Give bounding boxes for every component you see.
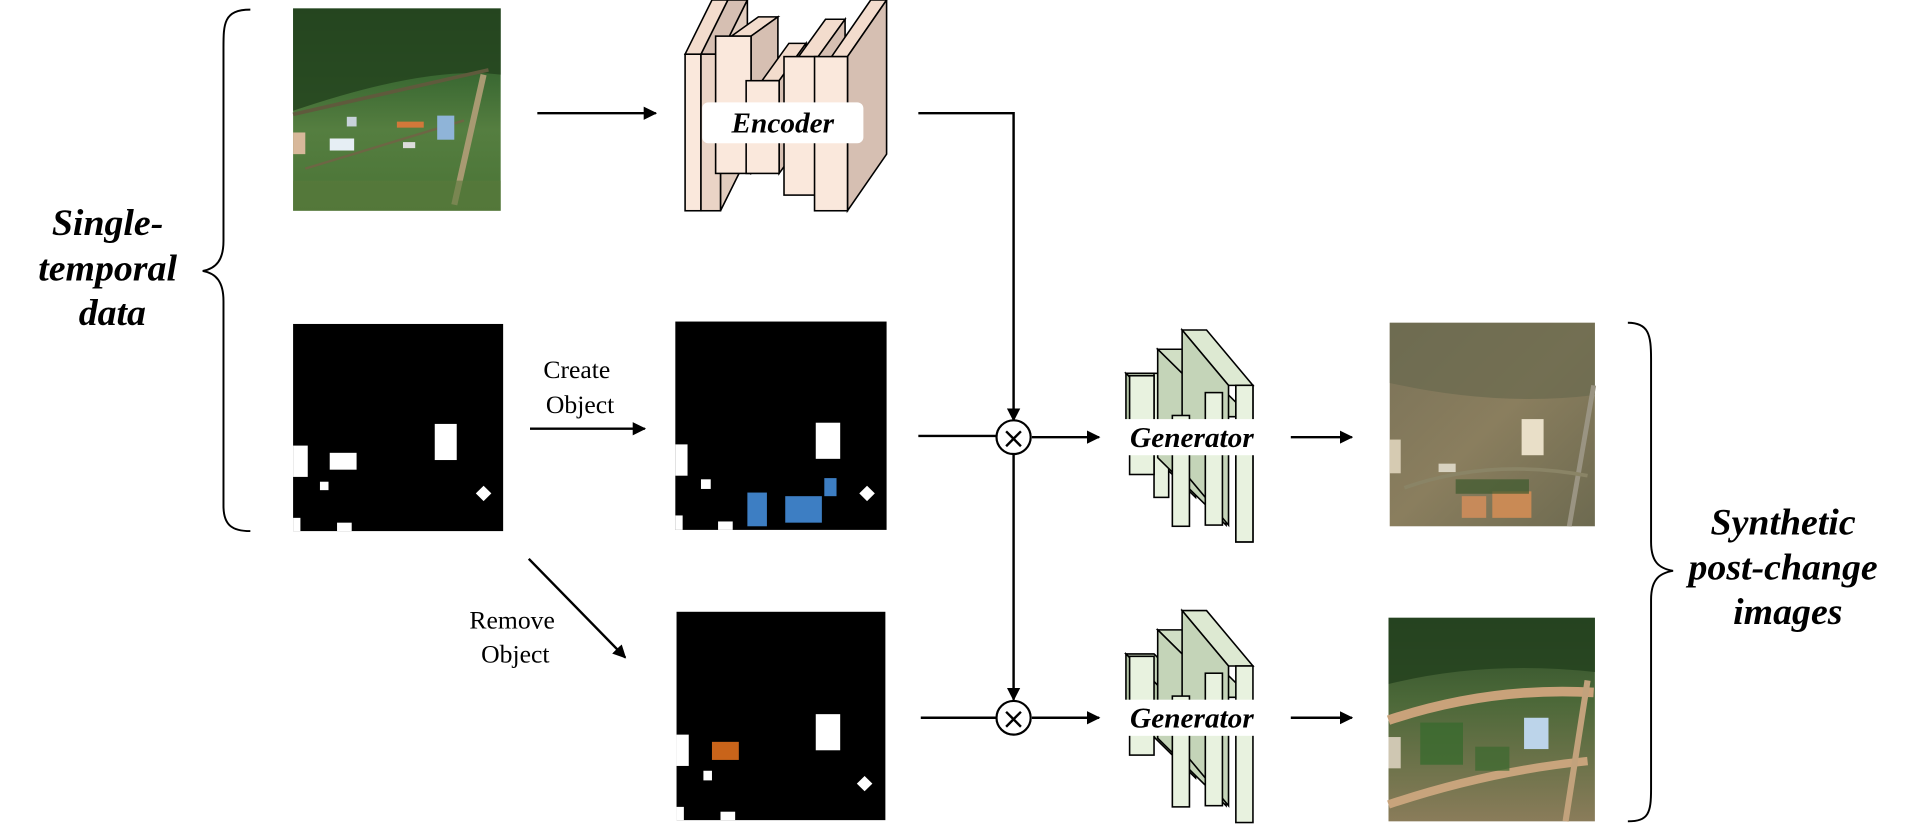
created-object-mask <box>675 321 887 530</box>
svg-text:×: × <box>1001 702 1026 736</box>
multiply-node-top: × <box>995 419 1032 456</box>
generator-bottom-label: Generator <box>1130 703 1254 735</box>
generator-top-label-bg <box>1119 419 1264 456</box>
svg-text:×: × <box>1001 421 1026 455</box>
multiply-node-bottom: × <box>995 699 1032 736</box>
generator-top-label: Generator <box>1130 422 1254 454</box>
right-brace <box>1627 321 1674 823</box>
remove-object-label: Remove Object <box>469 606 561 669</box>
generator-bottom-label-bg <box>1119 699 1264 736</box>
original-mask <box>293 323 504 532</box>
encoder-label-bg <box>702 102 864 144</box>
synthetic-image-top <box>1389 322 1597 527</box>
encoder-block <box>683 0 888 214</box>
removed-object-mask <box>676 611 886 821</box>
create-object-label: Create Object <box>543 355 616 419</box>
encoder-to-multiply-arrow <box>918 111 1021 422</box>
left-brace <box>202 8 251 533</box>
left-label: Single- temporal data <box>38 203 186 334</box>
right-label: Synthetic post-change images <box>1685 503 1887 633</box>
remove-object-arrow <box>527 557 627 659</box>
pre-change-image <box>292 8 501 211</box>
synthetic-image-bottom <box>1386 617 1595 822</box>
encoder-label: Encoder <box>731 108 835 140</box>
